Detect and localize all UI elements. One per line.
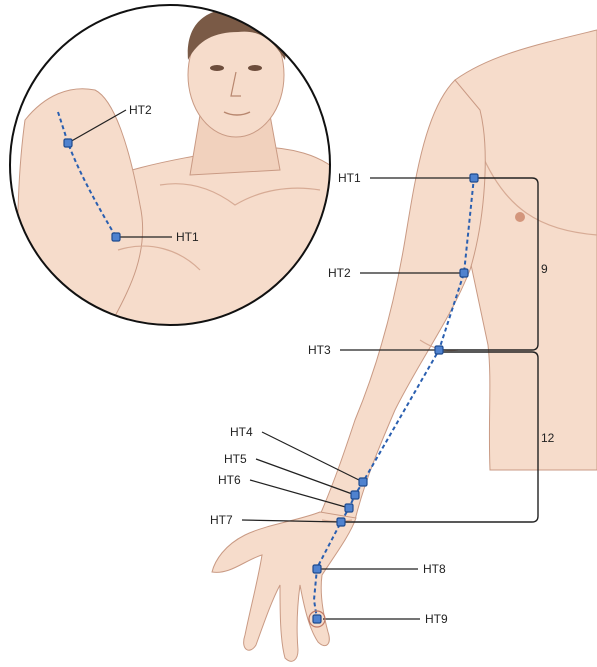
- nipple: [515, 212, 525, 222]
- ht4-point: [359, 478, 367, 486]
- inset-ht1-label: HT1: [176, 230, 199, 244]
- arm: [320, 80, 485, 520]
- ht6-label: HT6: [218, 473, 241, 487]
- ht3-point: [435, 346, 443, 354]
- ht9-label: HT9: [425, 612, 448, 626]
- ht4-label: HT4: [230, 425, 253, 439]
- inset-ht1-point: [112, 233, 120, 241]
- ht2-point: [460, 269, 468, 277]
- ht2-label: HT2: [328, 266, 351, 280]
- ht3-label: HT3: [308, 343, 331, 357]
- inset-ht2-point: [64, 139, 72, 147]
- forearm-measure: 12: [541, 431, 555, 445]
- ht8-label: HT8: [423, 562, 446, 576]
- ht5-point: [351, 491, 359, 499]
- ht9-point: [313, 615, 321, 623]
- upper-arm-measure: 9: [541, 262, 548, 276]
- inset-left-eye: [210, 65, 224, 71]
- inset-view: [0, 0, 340, 340]
- ht6-point: [345, 504, 353, 512]
- ht8-point: [313, 565, 321, 573]
- hand: [212, 512, 356, 661]
- ht1-label: HT1: [338, 171, 361, 185]
- inset-right-eye: [248, 65, 262, 71]
- inset-ht2-label: HT2: [129, 103, 152, 117]
- ht5-label: HT5: [224, 452, 247, 466]
- ht7-label: HT7: [210, 513, 233, 527]
- ht1-point: [470, 174, 478, 182]
- ht7-point: [337, 518, 345, 526]
